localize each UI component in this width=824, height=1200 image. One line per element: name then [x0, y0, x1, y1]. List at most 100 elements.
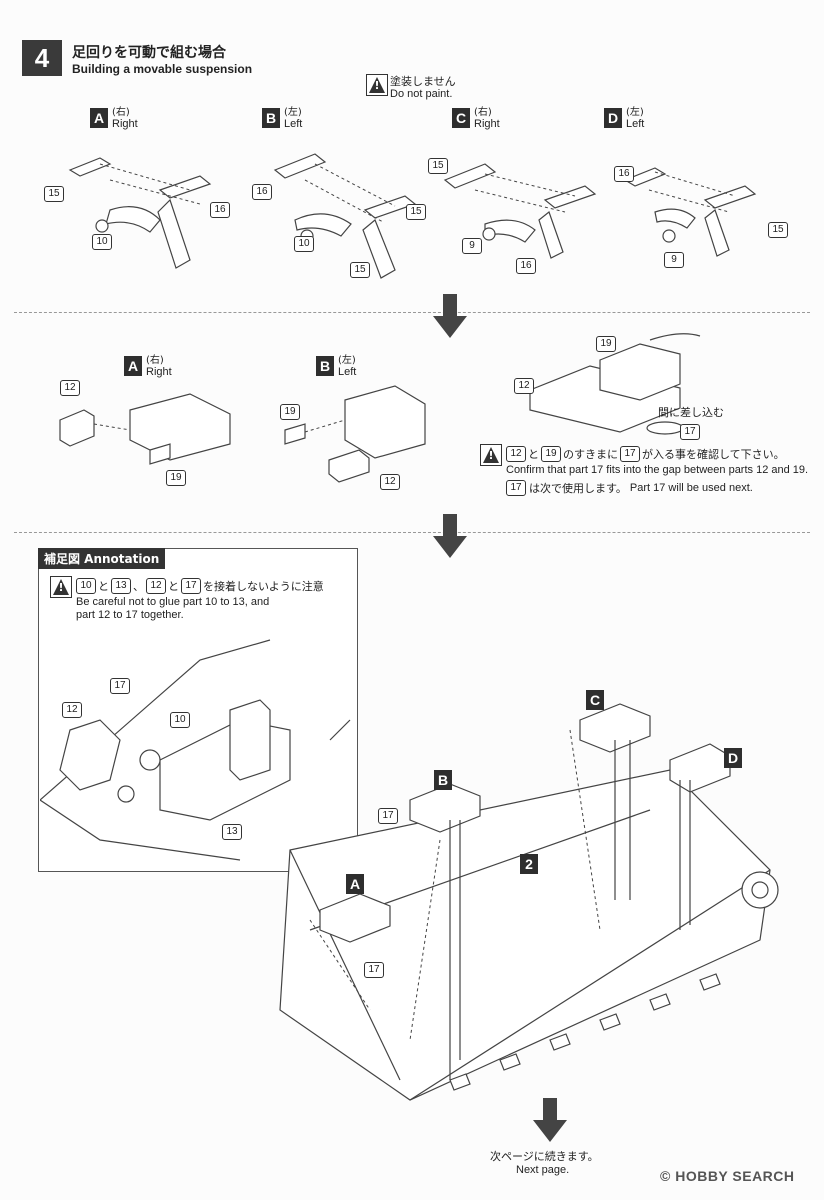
variant-en: Right: [146, 366, 172, 378]
unit-d: [669, 743, 731, 793]
part-number: 13: [111, 578, 131, 594]
part-number: 12: [514, 378, 534, 394]
part-number: 19: [596, 336, 616, 352]
road-arm-row: [449, 973, 721, 1091]
section-divider: [14, 312, 810, 313]
part-number: 16: [516, 258, 536, 274]
variant-label-c-row1: C (右)Right: [452, 108, 500, 130]
step-number: 4: [22, 40, 62, 76]
next-use-en: Part 17 will be used next.: [629, 482, 753, 494]
part-number: 19: [280, 404, 300, 420]
part-number: 17: [364, 962, 384, 978]
annotation-en-line1: Be careful not to glue part 10 to 13, an…: [76, 596, 270, 608]
row2-drawing-a: [59, 393, 231, 465]
annotation-en-line2: part 12 to 17 together.: [76, 609, 184, 621]
variant-sub: (右): [112, 107, 130, 118]
variant-label-d-row1: D (左)Left: [604, 108, 644, 130]
variant-en: Left: [338, 366, 357, 378]
variant-sub: (左): [338, 355, 356, 366]
hull-part-number: 2: [520, 854, 538, 874]
unit-c: [579, 703, 651, 753]
assembly-label-b: B: [434, 770, 452, 790]
warning-icon: !: [50, 576, 72, 598]
step-title-jp: 足回りを可動で組む場合: [72, 45, 226, 61]
down-arrow-icon: [533, 1098, 567, 1142]
suspension-drawing-d: [623, 167, 757, 257]
variant-label-a-row1: A (右)Right: [90, 108, 138, 130]
suspension-drawing-c: [443, 163, 597, 259]
variant-sub: (左): [284, 107, 302, 118]
part-number: 16: [252, 184, 272, 200]
row2-drawing-b: [284, 385, 426, 483]
warning-icon: !: [480, 444, 502, 466]
part-number: 17: [181, 578, 201, 594]
variant-sub: (左): [626, 107, 644, 118]
section-divider: [14, 532, 810, 533]
part-number: 16: [614, 166, 634, 182]
part-number: 10: [170, 712, 190, 728]
confirm-note-en: Confirm that part 17 fits into the gap b…: [506, 464, 809, 476]
variant-letter: B: [262, 108, 280, 128]
note-text: を接着しないように注意: [203, 580, 324, 593]
variant-sub: (右): [474, 107, 492, 118]
annotation-jp: 10 と 13 、 12 と 17 を接着しないように注意: [76, 578, 324, 594]
variant-letter: A: [124, 356, 142, 376]
part-number: 17: [680, 424, 700, 440]
variant-letter: A: [90, 108, 108, 128]
part-number: 12: [380, 474, 400, 490]
part-number: 15: [44, 186, 64, 202]
part-number: 12: [62, 702, 82, 718]
part-number: 15: [406, 204, 426, 220]
annotation-header: 補足図 Annotation: [38, 548, 166, 569]
row2-drawings: [59, 385, 426, 483]
continue-jp: 次ページに続きます。: [490, 1150, 599, 1163]
assembly-label-c: C: [586, 690, 604, 710]
insert-detail-drawing: [529, 333, 701, 435]
part-number: 12: [146, 578, 166, 594]
part-number: 13: [222, 824, 242, 840]
note-text: が入る事を確認して下さい。: [642, 448, 785, 461]
annotation-drawing: [40, 639, 351, 861]
confirm-note-jp: 12 と 19 のすきまに 17 が入る事を確認して下さい。: [506, 446, 785, 462]
variant-label-b-row2: B (左)Left: [316, 356, 356, 378]
note-text: のすきまに: [563, 448, 618, 461]
variant-en: Right: [112, 118, 138, 130]
variant-letter: B: [316, 356, 334, 376]
part-number: 17: [506, 480, 526, 496]
note-text: と: [168, 580, 179, 593]
variant-letter: C: [452, 108, 470, 128]
part-number: 9: [664, 252, 684, 268]
note-text: 、: [133, 580, 144, 593]
part-number: 10: [92, 234, 112, 250]
part-number: 17: [620, 446, 640, 462]
part-number: 9: [462, 238, 482, 254]
part-number: 15: [768, 222, 788, 238]
variant-label-a-row2: A (右)Right: [124, 356, 172, 378]
insert-label-jp: 間に差し込む: [658, 406, 724, 419]
part-number: 19: [166, 470, 186, 486]
variant-label-b-row1: B (左)Left: [262, 108, 302, 130]
part-number: 10: [294, 236, 314, 252]
variant-en: Right: [474, 118, 500, 130]
part-number: 17: [378, 808, 398, 824]
part-number: 12: [60, 380, 80, 396]
note-text: と: [98, 580, 109, 593]
warning-icon: !: [366, 74, 388, 96]
assembly-label-d: D: [724, 748, 742, 768]
down-arrow-icon: [433, 514, 467, 558]
notice-top-en: Do not paint.: [390, 88, 453, 100]
hull-assembly-drawing: [279, 703, 779, 1101]
unit-a: [319, 893, 391, 943]
assembly-label-a: A: [346, 874, 364, 894]
variant-sub: (右): [146, 355, 164, 366]
part-number: 12: [506, 446, 526, 462]
continue-en: Next page.: [516, 1164, 570, 1176]
watermark: © HOBBY SEARCH: [660, 1168, 795, 1184]
part-number: 17: [110, 678, 130, 694]
part-number: 19: [541, 446, 561, 462]
part-number: 15: [350, 262, 370, 278]
next-use-jp: は次で使用します。: [529, 482, 627, 495]
note-text: と: [528, 448, 539, 461]
part-number: 16: [210, 202, 230, 218]
down-arrow-icon: [433, 294, 467, 338]
